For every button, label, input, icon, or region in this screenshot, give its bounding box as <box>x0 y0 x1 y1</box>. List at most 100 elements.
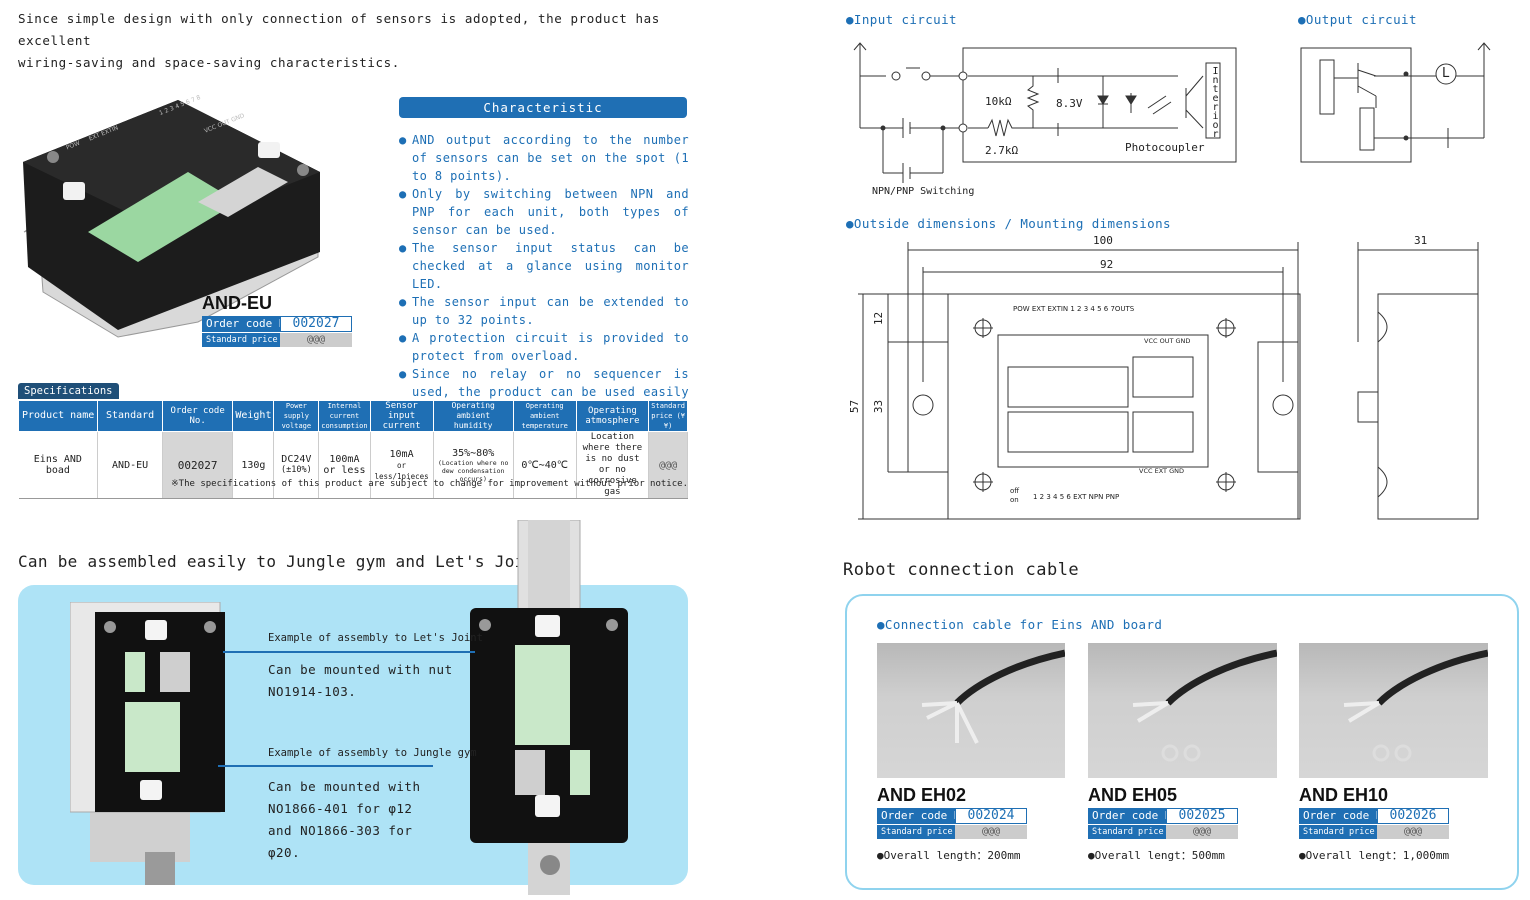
bullet-icon: ● <box>399 241 407 255</box>
price-label: Standard price (¥¥) <box>202 333 280 347</box>
characteristic-item: ● AND output according to the number of s… <box>399 131 689 185</box>
characteristic-item: ● The sensor input status can be checked … <box>399 239 689 293</box>
spec-header: Order code No. <box>161 400 234 432</box>
cable-price-label: Standard price (¥¥) <box>877 825 955 839</box>
input-circuit-diagram: 10kΩ 8.3V 2.7kΩ Photocoupler Interior NP… <box>848 38 1243 203</box>
cable-price-value: @@@ <box>1377 825 1449 839</box>
cable-photo <box>877 643 1066 778</box>
jungle-gym-text-2: NO1866-401 for φ12 <box>268 801 413 816</box>
dim-vcc-ext-gnd: VCC EXT GND <box>1139 467 1184 475</box>
spec-header: Internal current consumption <box>318 400 371 432</box>
spec-header: Power supply voltage <box>273 400 320 432</box>
cable-price-row: Standard price (¥¥) @@@ <box>877 825 1027 839</box>
cable-order-value: 002026 <box>1377 808 1449 824</box>
dim-92: 92 <box>1100 258 1114 271</box>
spec-cell: Eins AND boad <box>18 431 99 499</box>
product-photo: POW EXT EXTIN 1 2 3 4 5 6 7 8 VCC OUT GN… <box>18 82 328 342</box>
product-model: AND-EU <box>202 293 272 313</box>
photocoupler-label: Photocoupler <box>1125 141 1205 154</box>
jungle-gym-text-4: φ20. <box>268 845 301 860</box>
resistor-10k-label: 10kΩ <box>985 95 1012 108</box>
spec-header-row: Product name Standard Order code No. Wei… <box>17 400 688 432</box>
cable-code-box: Order code No. 002025 Standard price (¥¥… <box>1088 808 1238 839</box>
characteristic-list: ● AND output according to the number of s… <box>399 131 689 419</box>
jungle-gym-text-3: and NO1866-303 for <box>268 823 413 838</box>
intro-line-2: wiring-saving and space-saving character… <box>18 55 400 70</box>
dim-off-on: off on <box>1010 487 1020 504</box>
bullet-icon: ● <box>399 133 407 147</box>
spec-cell: 0℃∼40℃ <box>513 431 577 499</box>
characteristic-item: ● The sensor input can be extended to up … <box>399 293 689 329</box>
spec-current: 100mA <box>329 454 360 465</box>
cable-order-value: 002025 <box>1166 808 1238 824</box>
dim-57: 57 <box>848 399 862 414</box>
lets-joint-photo <box>470 519 630 895</box>
dim-33: 33 <box>872 399 886 414</box>
cable-order-label: Order code No. <box>1299 808 1377 824</box>
specifications-tab: Specifications <box>18 383 119 399</box>
jungle-gym-label: Example of assembly to Jungle gym <box>268 747 477 759</box>
intro-line-1: Since simple design with only connection… <box>18 11 660 48</box>
spec-header: Operating ambient temperature <box>512 400 577 432</box>
characteristic-text: A protection circuit is provided to prot… <box>412 331 689 363</box>
cable-name: AND EH10 <box>1299 785 1389 805</box>
specifications-table: Product name Standard Order code No. Wei… <box>17 400 688 499</box>
cable-photo <box>1299 643 1489 778</box>
spec-voltage: DC24V <box>281 454 312 465</box>
lets-joint-text: Can be mounted with nut NO1914-103. <box>268 659 453 703</box>
dim-100: 100 <box>1093 234 1113 247</box>
spec-cell: AND-EU <box>97 431 163 499</box>
cable-name: AND EH02 <box>877 785 967 805</box>
order-code-label: Order code No. <box>202 316 280 332</box>
jungle-gym-text: Can be mounted with NO1866-401 for φ12 a… <box>268 776 421 864</box>
spec-header: Product name <box>17 400 99 432</box>
cable-order-value: 002024 <box>955 808 1027 824</box>
characteristic-item: ●Only by switching between NPN and PNP f… <box>399 185 689 239</box>
spec-input: 10mA <box>389 448 414 460</box>
assembly-title: Can be assembled easily to Jungle gym an… <box>18 552 555 571</box>
cable-order-row: Order code No. 002024 <box>877 808 1027 824</box>
spec-input-sub: or less/1pieces <box>374 460 429 481</box>
product-label: AND-EU Order code No. 002027 Standard pr… <box>202 293 352 347</box>
cable-order-label: Order code No. <box>877 808 955 824</box>
lets-joint-text-2: NO1914-103. <box>268 684 357 699</box>
spec-cell: 35%∼80%(Location where no dew condensati… <box>433 431 514 499</box>
load-label: L <box>1442 66 1450 81</box>
product-order-row: Order code No. 002027 <box>202 316 352 332</box>
cable-code-box: Order code No. 002024 Standard price (¥¥… <box>877 808 1027 839</box>
dim-vcc-out-gnd: VCC OUT GND <box>1144 337 1191 345</box>
characteristic-text: AND output according to the number of se… <box>412 133 689 183</box>
dim-bottom-labels: 1 2 3 4 5 6 EXT NPN PNP <box>1033 493 1120 501</box>
dim-top-labels: POW EXT EXTIN 1 2 3 4 5 6 7OUTS <box>1013 305 1135 313</box>
cable-price-value: @@@ <box>955 825 1027 839</box>
bullet-icon: ● <box>399 295 407 309</box>
characteristic-text: The sensor input status can be checked a… <box>412 241 689 291</box>
jungle-gym-photo <box>69 601 235 885</box>
spec-header: Operating atmosphere <box>575 400 650 432</box>
cable-price-label: Standard price (¥¥) <box>1299 825 1377 839</box>
spec-header: Operating ambient humidity <box>432 400 514 432</box>
npn-pnp-switching-label: NPN/PNP Switching <box>872 186 975 197</box>
jungle-gym-rule <box>218 765 433 767</box>
bullet-icon: ● <box>399 367 407 381</box>
characteristic-item: ●A protection circuit is provided to pro… <box>399 329 689 365</box>
dim-12: 12 <box>872 311 886 326</box>
cable-length: ●Overall lengt：500mm <box>1088 849 1225 862</box>
characteristic-text: The sensor input can be extended to up t… <box>412 295 689 327</box>
cable-price-label: Standard price (¥¥) <box>1088 825 1166 839</box>
dimensions-title: ●Outside dimensions / Mounting dimension… <box>846 216 1171 231</box>
output-circuit-diagram: L <box>1298 38 1498 168</box>
spec-header: Weight <box>232 400 275 432</box>
cable-order-row: Order code No. 002025 <box>1088 808 1238 824</box>
cable-name: AND EH05 <box>1088 785 1178 805</box>
intro-text: Since simple design with only connection… <box>18 8 698 74</box>
input-circuit-title: ●Input circuit <box>846 12 957 27</box>
price-value: @@@ <box>280 333 352 347</box>
cable-price-value: @@@ <box>1166 825 1238 839</box>
interior-label: Interior <box>1210 66 1221 138</box>
spec-cell: Location where there is no dust or no co… <box>576 431 650 499</box>
lets-joint-rule <box>223 651 475 653</box>
lets-joint-label: Example of assembly to Let's Joint <box>268 632 483 644</box>
output-circuit-title: ●Output circuit <box>1298 12 1417 27</box>
robot-cable-title: Robot connection cable <box>843 560 1080 580</box>
